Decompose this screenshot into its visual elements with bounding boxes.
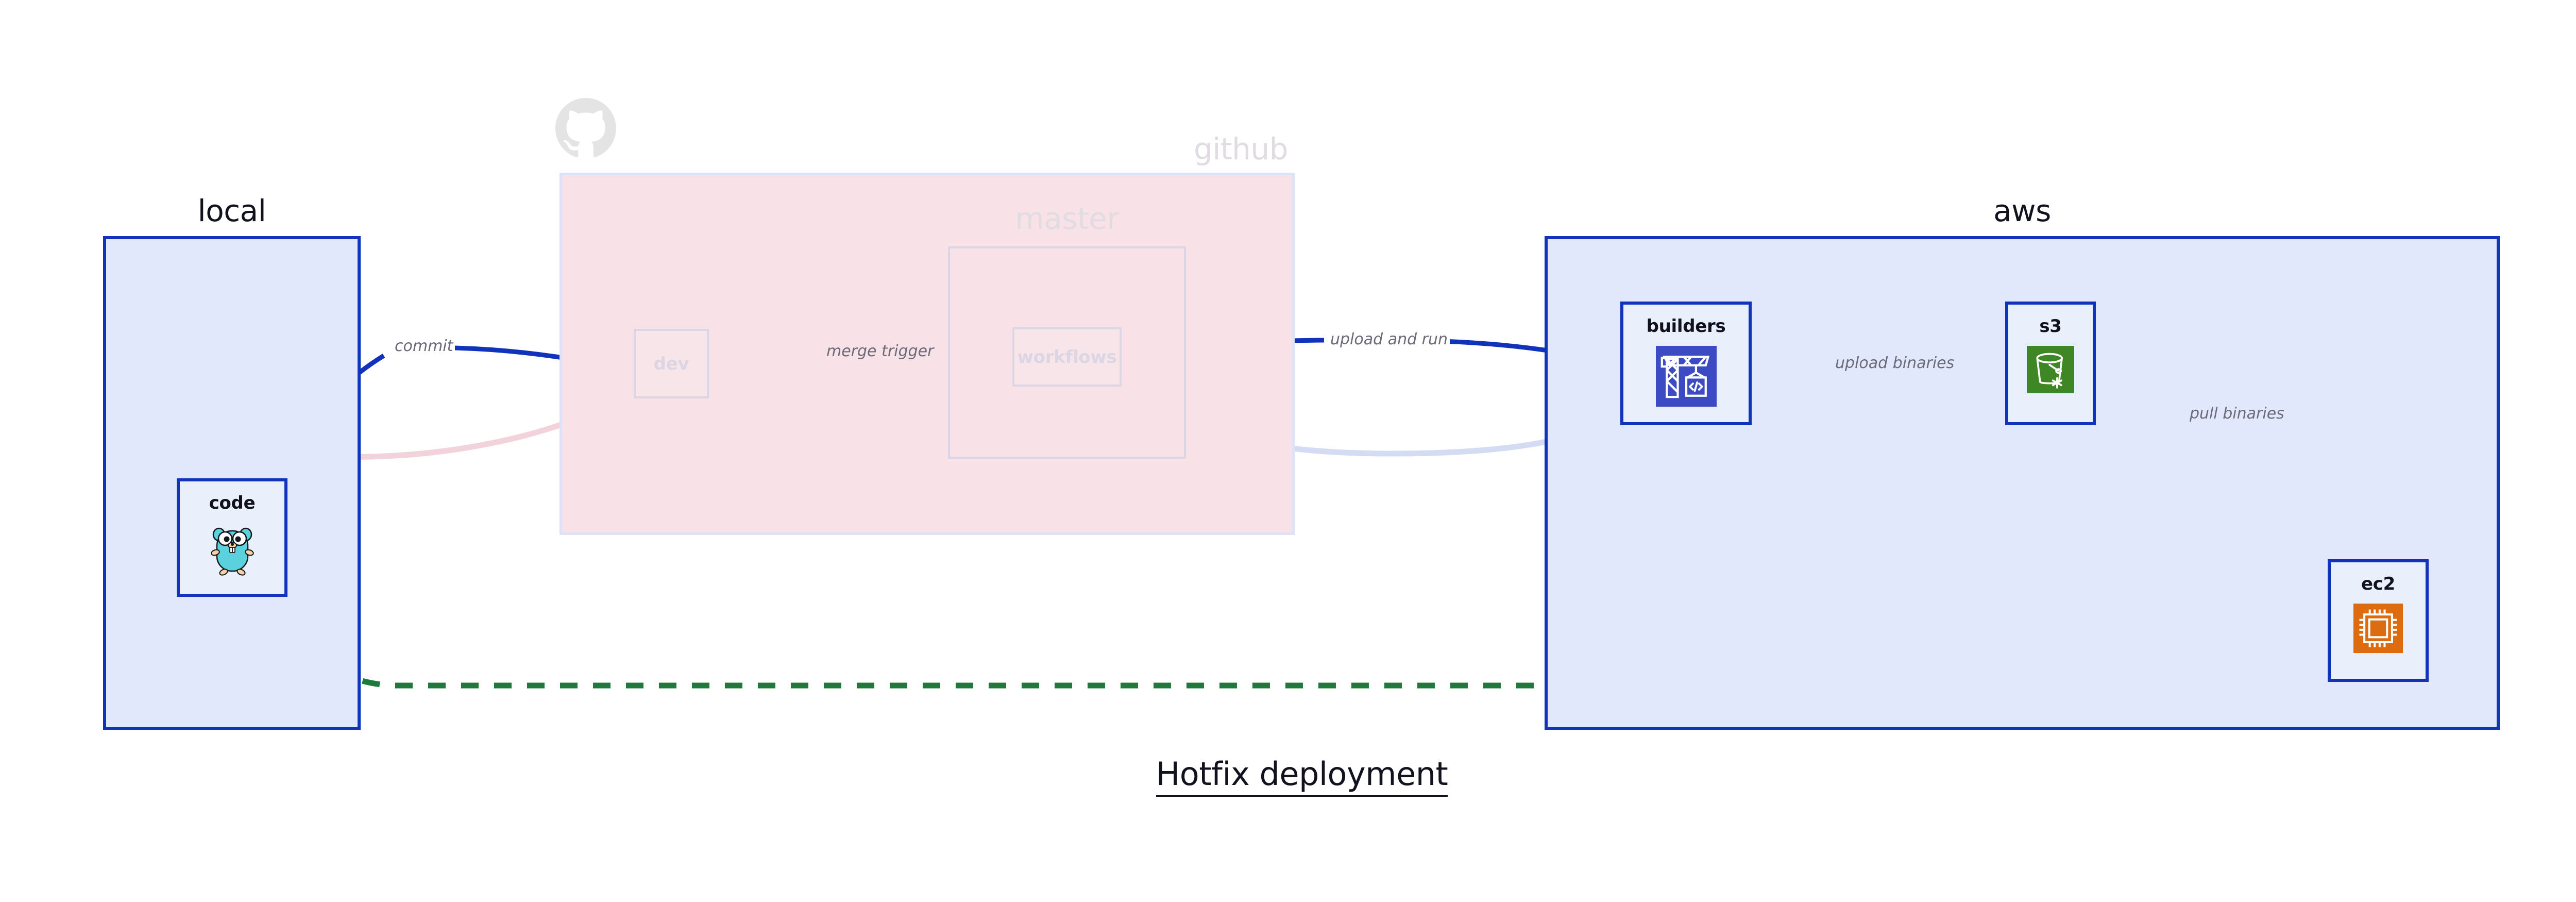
node-code[interactable]: code xyxy=(177,478,287,597)
edge-label-merge-trigger: merge trigger xyxy=(824,343,936,360)
go-gopher-icon xyxy=(208,523,257,582)
github-octocat-icon xyxy=(555,98,616,161)
aws-ec2-chip-icon xyxy=(2353,604,2403,655)
node-s3[interactable]: s3 xyxy=(2005,302,2096,425)
edge-label-upload-and-run: upload and run xyxy=(1328,331,1450,348)
node-workflows-label: workflows xyxy=(1017,346,1117,368)
group-master-title: master xyxy=(1015,201,1119,236)
node-ec2-label: ec2 xyxy=(2361,574,2395,594)
group-local-title: local xyxy=(197,193,266,228)
node-ec2[interactable]: ec2 xyxy=(2328,559,2429,682)
node-code-label: code xyxy=(209,493,256,513)
diagram-caption-text: Hotfix deployment xyxy=(1156,755,1448,797)
group-github-title: github xyxy=(1193,131,1289,166)
group-aws-title: aws xyxy=(1993,193,2051,228)
node-builders-label: builders xyxy=(1646,316,1726,337)
diagram-caption: Hotfix deployment xyxy=(0,755,2576,797)
node-workflows[interactable]: workflows xyxy=(1012,327,1122,387)
edge-label-commit: commit xyxy=(393,338,455,355)
node-dev[interactable]: dev xyxy=(634,329,709,398)
node-dev-label: dev xyxy=(653,353,689,374)
aws-codebuild-crane-icon xyxy=(1655,346,1717,409)
node-s3-label: s3 xyxy=(2039,316,2062,337)
edge-label-pull-binaries: pull binaries xyxy=(2188,405,2286,423)
node-builders[interactable]: builders xyxy=(1620,302,1752,425)
aws-s3-bucket-icon xyxy=(2027,346,2074,395)
edge-label-upload-binaries: upload binaries xyxy=(1833,355,1957,372)
